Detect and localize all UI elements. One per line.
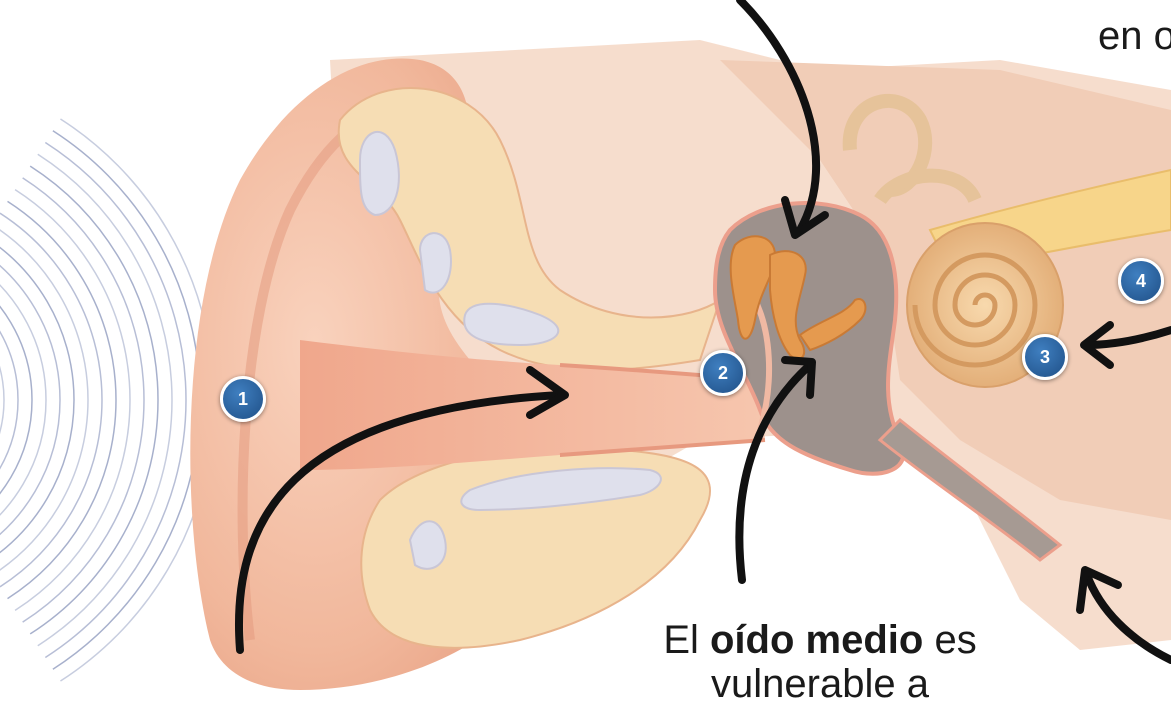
marker-3-badge: 3 <box>1022 334 1068 380</box>
caption-middle-ear: El oído medio es vulnerable a <box>600 618 1040 706</box>
caption-top-text: en o <box>1098 14 1171 58</box>
caption-middle-post: es <box>923 618 976 662</box>
caption-middle-line1: El oído medio es <box>600 618 1040 662</box>
caption-middle-line2: vulnerable a <box>600 662 1040 706</box>
marker-2-badge: 2 <box>700 350 746 396</box>
marker-4-badge: 4 <box>1118 258 1164 304</box>
marker-1-badge: 1 <box>220 376 266 422</box>
caption-middle-bold: oído medio <box>710 618 923 662</box>
caption-middle-pre: El <box>663 618 710 662</box>
caption-top-right: en o <box>1098 14 1171 58</box>
